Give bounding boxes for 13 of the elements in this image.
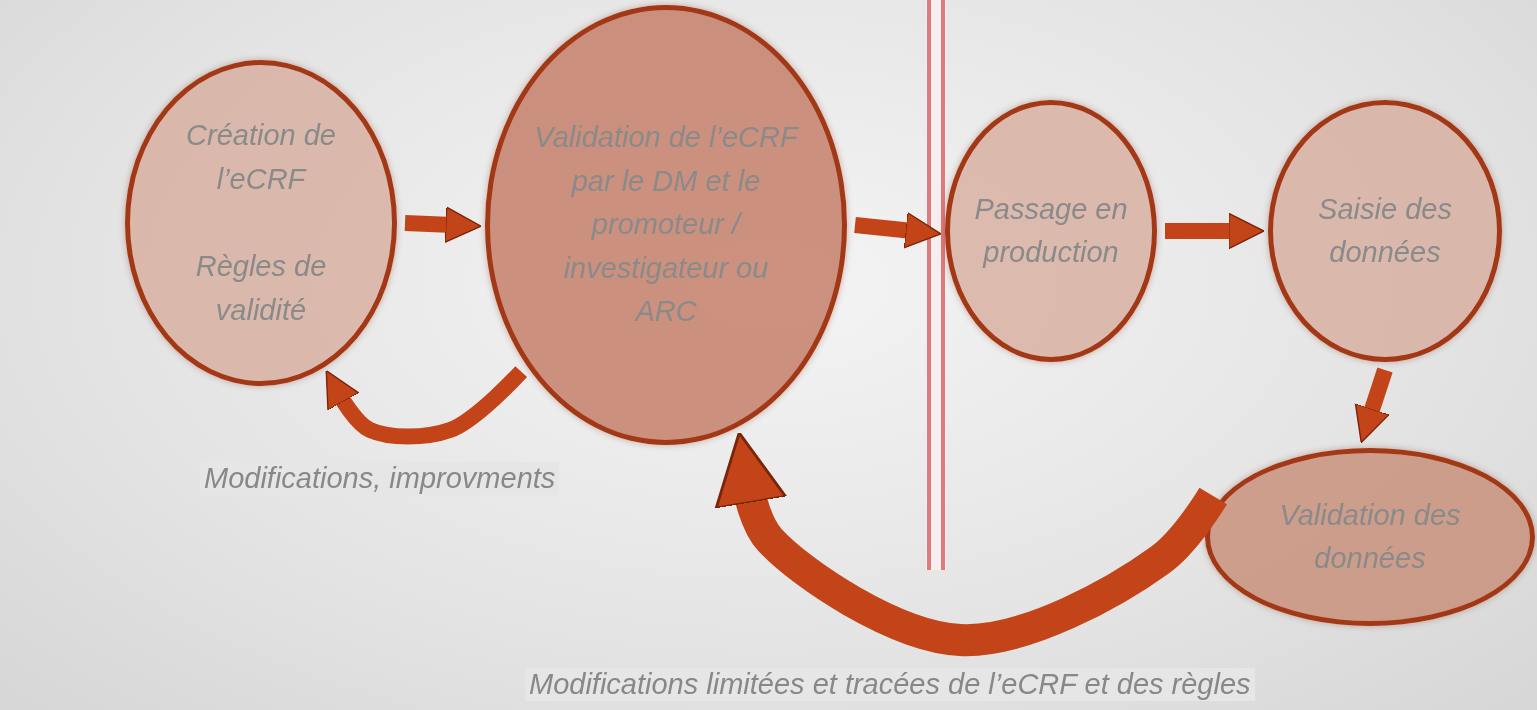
node-text: Saisie des données [1317, 191, 1453, 270]
curved-arrow [714, 431, 1227, 656]
curved-arrow [325, 366, 528, 445]
edge-label: Modifications limitées et tracées de l’eCRF et des règles [525, 668, 1255, 701]
block-arrow [854, 212, 942, 249]
node-text: Création de l’eCRF [185, 118, 337, 197]
node-text: Règles de validité [194, 249, 328, 328]
node-text: Passage en production [973, 191, 1129, 270]
node-text: Validation de l’eCRF par le DM et le promoteur / investigateur ou ARC [533, 120, 800, 330]
node-text: Validation des données [1278, 497, 1462, 576]
block-arrow [1354, 367, 1393, 444]
block-arrow [1165, 212, 1265, 250]
block-arrow [404, 206, 482, 243]
